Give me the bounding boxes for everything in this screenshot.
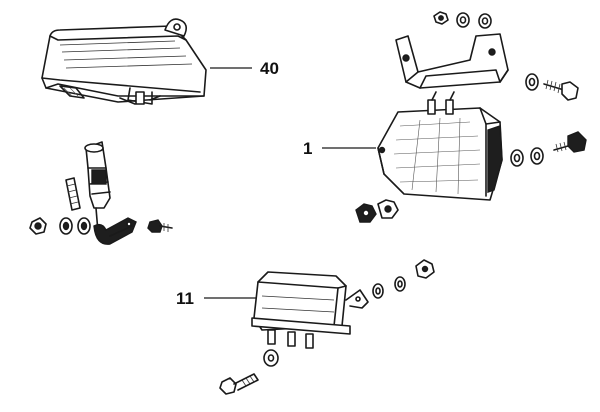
washer-bottom (263, 349, 279, 367)
hex-nut-left (29, 217, 47, 235)
washer-right-mid-1 (510, 149, 524, 167)
callout-40: 40 (260, 59, 279, 78)
washer-relay-2 (394, 276, 406, 292)
washer-top-1 (456, 12, 470, 28)
nut-lower-2 (377, 199, 399, 219)
terminal-stud-assembly (84, 141, 111, 233)
part-1-regulator (377, 91, 503, 201)
washer-relay-1 (372, 283, 384, 299)
washer-left-1 (59, 217, 73, 235)
callout-1: 1 (303, 139, 313, 158)
nut-lower-1 (355, 203, 377, 223)
hex-nut-top (433, 11, 449, 25)
callout-11: 11 (176, 289, 194, 308)
washer-right-top (525, 73, 539, 91)
part-11-relay (251, 271, 369, 349)
washer-top-2 (478, 13, 492, 29)
screw-small (65, 177, 81, 211)
bolt-right-mid (553, 131, 587, 153)
washer-right-mid-2 (530, 147, 544, 165)
nut-relay (415, 259, 435, 279)
screw-left-hex (147, 219, 173, 233)
mounting-bracket (395, 33, 509, 89)
part-40-cover (41, 18, 207, 105)
bolt-bottom (219, 373, 259, 395)
ground-strap (93, 217, 137, 245)
bolt-right-top (543, 79, 579, 101)
washer-left-2 (77, 217, 91, 235)
